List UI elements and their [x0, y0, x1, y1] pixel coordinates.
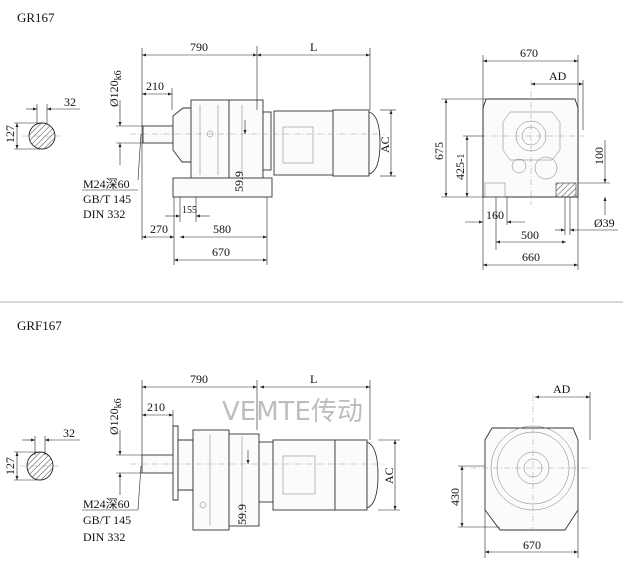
output-shaft	[142, 125, 174, 144]
grf167-end-width: 670	[523, 538, 541, 552]
grf167-end-center-height: 430	[448, 488, 462, 506]
grf167-dim-210: 210	[147, 400, 165, 414]
gr167-end-hole-dia: Ø39	[594, 216, 615, 230]
gr167-dim-59-9: 59.9	[232, 171, 246, 192]
gr167-section: GR167 32 127	[3, 10, 618, 270]
grf167-end-view: AD 430 670	[448, 382, 591, 558]
grf167-shaft-dia: Ø120k6	[107, 398, 124, 435]
grf167-end-AD: AD	[553, 382, 571, 396]
gr167-std1: GB/T 145	[83, 192, 131, 206]
gr167-end-view: 670 AD 675 425-1 100 Ø39 160 500	[432, 46, 618, 270]
grf167-title: GRF167	[17, 318, 62, 333]
grf167-dim-L: L	[310, 372, 317, 386]
gr167-dim-L: L	[310, 40, 317, 54]
gr167-dim-AC: AC	[378, 136, 392, 153]
grf167-key-width: 32	[63, 426, 75, 440]
gr167-thread: M24深60	[83, 177, 130, 191]
grf167-shaft-height: 127	[3, 457, 17, 475]
grf167-std1: GB/T 145	[83, 513, 131, 527]
gr167-end-foot-height: 100	[592, 147, 606, 165]
gr167-key-width: 32	[64, 95, 76, 109]
gr167-end-AD: AD	[549, 69, 567, 83]
grf167-dim-AC: AC	[382, 467, 396, 484]
flange	[172, 425, 179, 501]
gr167-dim-790: 790	[190, 40, 208, 54]
gear-housing	[192, 429, 230, 531]
gear-housing	[190, 99, 230, 181]
gr167-dim-210: 210	[146, 79, 164, 93]
gr167-end-hole-span: 500	[521, 228, 539, 242]
motor-fan-cover	[332, 109, 370, 177]
gr167-end-center-height: 425-1	[453, 154, 467, 180]
gr167-std2: DIN 332	[83, 207, 125, 221]
gr167-title: GR167	[17, 10, 55, 25]
gr167-side-view: 790 L 210 Ø120k6 59.9 AC M24深60 GB/T 145…	[82, 40, 396, 265]
grf167-section: GRF167 VEMTE传动 32 127	[3, 318, 591, 558]
gr167-dim-270: 270	[150, 222, 168, 236]
gr167-dim-580: 580	[213, 222, 231, 236]
vent-plug-icon	[199, 501, 207, 509]
motor-fan-cover	[334, 439, 368, 511]
gr167-end-foot-total: 660	[522, 250, 540, 264]
motor-body	[273, 110, 335, 176]
gr167-end-width: 670	[520, 46, 538, 60]
grf167-shaft-section: 32 127	[3, 426, 80, 481]
gr167-shaft-dia: Ø120k6	[107, 70, 124, 107]
grf167-side-view: 790 L 210 Ø120k6 59.9 AC M24深60 GB/T 145…	[82, 372, 400, 544]
foot	[172, 177, 273, 198]
gr167-dim-155: 155	[182, 205, 197, 216]
gr167-shaft-height: 127	[3, 125, 17, 143]
watermark: VEMTE传动	[222, 397, 363, 427]
gr167-end-height: 675	[432, 142, 446, 160]
grf167-thread: M24深60	[83, 497, 130, 511]
motor-body	[272, 439, 336, 511]
grf167-dim-790: 790	[190, 372, 208, 386]
grf167-std2: DIN 332	[83, 530, 125, 544]
gr167-dim-670: 670	[212, 245, 230, 259]
gr167-shaft-section: 32 127	[3, 95, 80, 150]
gr167-end-foot-width: 160	[486, 208, 504, 222]
grf167-dim-59-9: 59.9	[235, 504, 249, 525]
